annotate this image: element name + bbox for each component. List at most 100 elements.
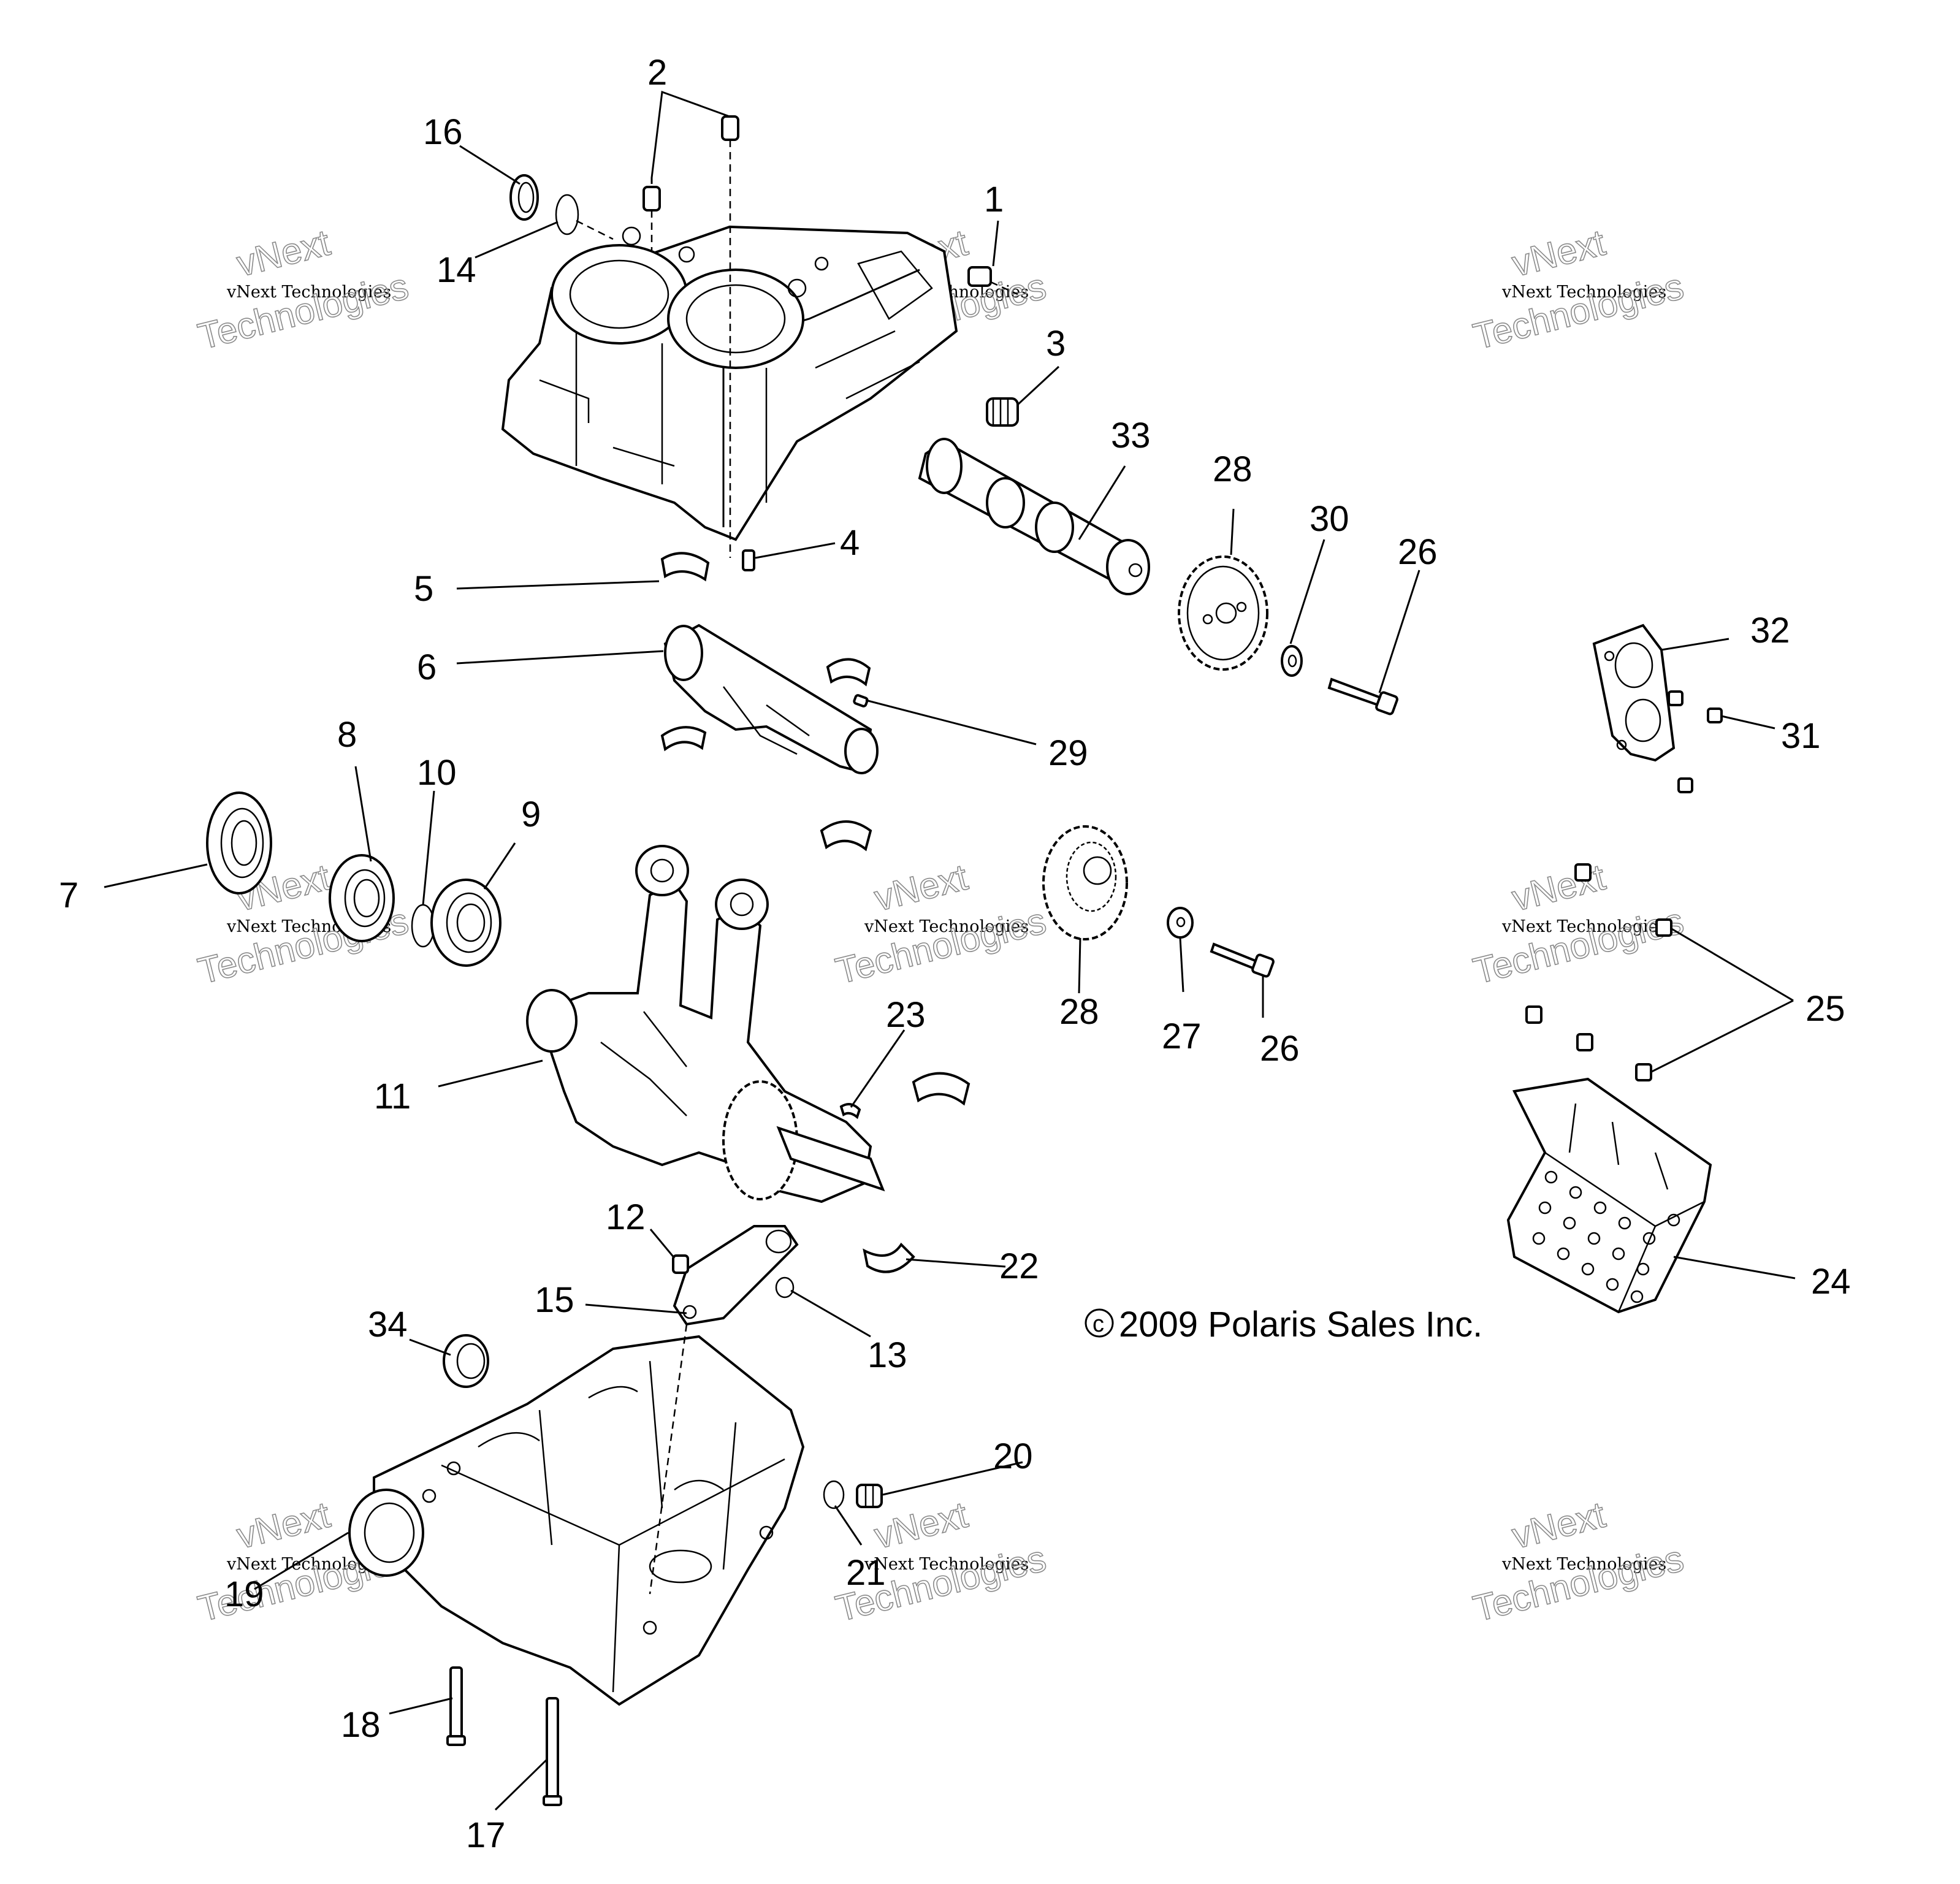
oil-pickup-15: [673, 1225, 799, 1326]
callout-33: 33: [1111, 416, 1151, 456]
plug-1: [967, 266, 992, 287]
callout-1: 1: [984, 180, 1004, 219]
leader-lines: [104, 90, 1796, 1811]
bolt-26a: [1327, 677, 1398, 715]
watermark-small-text: vNext Technologies: [864, 1555, 1029, 1574]
watermark-large-text: Technologies: [1470, 265, 1688, 357]
screw-25d: [1576, 1033, 1593, 1051]
watermark-large-text: vNext: [1508, 1494, 1609, 1557]
callout-4: 4: [840, 523, 860, 563]
callout-27: 27: [1162, 1016, 1202, 1056]
watermark-mid-center: vNext vNext Technologies Technologies: [831, 856, 1051, 993]
washer-30: [1281, 645, 1303, 677]
callout-10: 10: [417, 753, 457, 793]
callout-15: 15: [535, 1280, 574, 1320]
screw-25a: [1574, 863, 1592, 882]
callout-6: 6: [417, 647, 437, 687]
balance-shaft-6: [663, 624, 879, 774]
watermark-top-left: vNext vNext Technologies Technologies: [194, 221, 413, 358]
bearing-insert-upper-right: [826, 658, 871, 687]
callout-7: 7: [59, 875, 78, 915]
callout-26: 26: [1260, 1029, 1300, 1069]
watermark-large-text: vNext: [871, 856, 972, 919]
watermark-large-text: Technologies: [194, 265, 413, 357]
copyright-symbol-letter: c: [1092, 1311, 1104, 1337]
callout-8: 8: [337, 715, 357, 755]
callout-18: 18: [341, 1705, 381, 1745]
watermark-bottom-right: vNext vNext Technologies Technologies: [1469, 1493, 1688, 1630]
copyright-notice: c 2009 Polaris Sales Inc.: [1085, 1305, 1482, 1344]
callout-17: 17: [466, 1815, 506, 1855]
upper-crankcase: [501, 225, 958, 541]
callout-14: 14: [437, 250, 476, 290]
dowel-pin-4: [742, 549, 755, 571]
watermark-small-text: vNext Technologies: [226, 283, 391, 302]
lower-crankcase: [348, 1335, 805, 1706]
oil-seal-7: [206, 791, 272, 894]
callout-32: 32: [1750, 611, 1790, 650]
plug-34: [443, 1334, 489, 1388]
callout-22: 22: [999, 1246, 1039, 1286]
callout-12: 12: [606, 1197, 646, 1237]
crankshaft-11: [526, 845, 885, 1203]
idler-gear-28: [1042, 825, 1128, 940]
o-ring-14: [555, 194, 579, 235]
callout-19: 19: [224, 1574, 264, 1614]
dowel-pin-2b: [721, 115, 739, 141]
watermark-large-text: vNext: [871, 1494, 972, 1557]
callout-28: 28: [1059, 992, 1099, 1032]
watermark-large-text: Technologies: [1470, 900, 1688, 992]
bearing-insert-middle: [820, 820, 872, 852]
screw-31c: [1677, 777, 1693, 793]
watermark-large-text: Technologies: [832, 900, 1050, 992]
bolt-18: [446, 1666, 466, 1746]
bearing-insert-5: [660, 552, 710, 582]
center-lines: [576, 140, 1018, 1595]
callout-26: 26: [1398, 532, 1438, 572]
screw-31a: [1668, 690, 1684, 706]
bushing-3: [986, 397, 1019, 427]
callout-13: 13: [868, 1335, 907, 1375]
callout-31: 31: [1781, 716, 1821, 756]
cam-gear-28: [1178, 555, 1268, 671]
watermark-small-text: vNext Technologies: [1501, 917, 1666, 936]
callout-9: 9: [521, 795, 541, 834]
watermark-small-text: vNext Technologies: [864, 917, 1029, 936]
watermark-large-text: Technologies: [1470, 1538, 1688, 1630]
o-ring-13: [775, 1276, 795, 1299]
callout-16: 16: [423, 112, 463, 152]
dowel-pin-29: [853, 694, 869, 707]
watermark-small-text: vNext Technologies: [1501, 283, 1666, 302]
callout-20: 20: [993, 1436, 1033, 1476]
bearing-9: [430, 879, 501, 967]
watermark-top-right: vNext vNext Technologies Technologies: [1469, 221, 1688, 358]
screw-25b: [1655, 918, 1672, 937]
callout-23: 23: [886, 995, 926, 1035]
dowel-pin-2a: [643, 186, 661, 212]
bolt-17: [543, 1697, 562, 1806]
callout-2: 2: [647, 53, 667, 93]
cover-plate-32: [1592, 624, 1676, 762]
watermark-large-text: vNext: [1508, 856, 1609, 919]
callout-5: 5: [414, 569, 433, 609]
drain-plug-20: [856, 1484, 883, 1508]
washer-27: [1167, 907, 1194, 939]
copyright-text: 2009 Polaris Sales Inc.: [1119, 1305, 1482, 1344]
callout-34: 34: [368, 1305, 408, 1344]
callout-24: 24: [1811, 1262, 1851, 1302]
camshaft-33: [918, 438, 1150, 595]
callout-29: 29: [1048, 733, 1088, 773]
bearing-8: [329, 854, 395, 942]
watermark-large-text: vNext: [1508, 222, 1609, 284]
screw-31b: [1707, 707, 1723, 723]
callout-30: 30: [1310, 499, 1349, 539]
watermark-layer: vNext vNext Technologies Technologies vN…: [194, 221, 1688, 1630]
watermark-large-text: vNext: [233, 1494, 334, 1557]
baffle-plate-24: [1506, 1077, 1712, 1314]
bearing-insert-left: [660, 726, 707, 752]
callout-28: 28: [1213, 449, 1253, 489]
callout-25: 25: [1806, 989, 1845, 1029]
bearing-insert-right: [912, 1072, 970, 1106]
seal-16: [509, 174, 539, 221]
